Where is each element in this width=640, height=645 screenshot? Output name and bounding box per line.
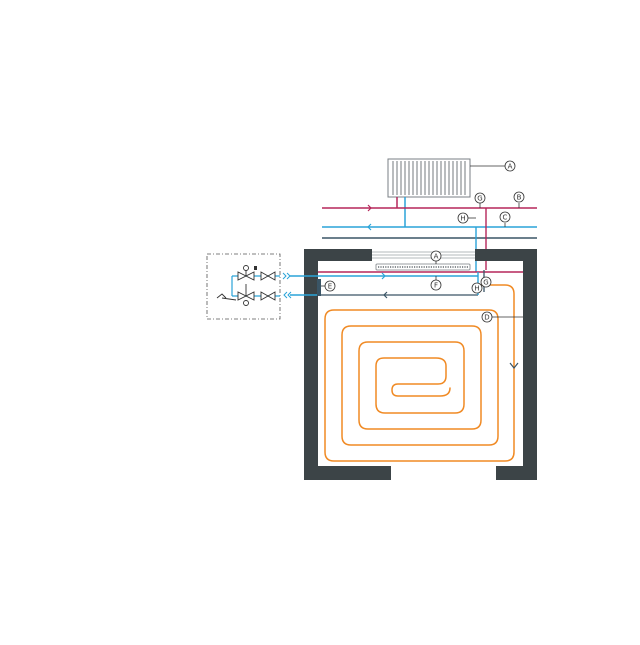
callout-h-top: H bbox=[457, 212, 476, 224]
callout-f-label: F bbox=[434, 282, 438, 290]
radiator bbox=[387, 158, 471, 198]
callout-f: F bbox=[430, 276, 442, 291]
callout-e: E bbox=[321, 280, 336, 292]
callout-g-room-label: G bbox=[483, 279, 488, 287]
callout-d-label: D bbox=[484, 314, 489, 322]
callout-g-top: G bbox=[474, 192, 486, 208]
room-plain-arrow bbox=[383, 291, 388, 299]
room-walls bbox=[304, 249, 537, 480]
callout-a-top-label: A bbox=[508, 163, 513, 171]
underfloor-heating-coil bbox=[324, 284, 515, 462]
room-radiator bbox=[375, 263, 471, 271]
room-return-arrow bbox=[381, 272, 386, 280]
callout-h-room: H bbox=[471, 282, 483, 294]
callout-b-label: B bbox=[517, 194, 522, 202]
callout-d: D bbox=[481, 311, 523, 323]
flow-direction-arrow bbox=[367, 204, 372, 212]
callout-h-top-label: H bbox=[460, 215, 465, 223]
window bbox=[372, 251, 475, 259]
callout-a-room: A bbox=[430, 250, 442, 264]
valve-upper-left bbox=[237, 265, 255, 281]
valve-schematic bbox=[206, 253, 292, 320]
callout-c: C bbox=[499, 211, 511, 227]
schematic-arrow-upper bbox=[282, 272, 291, 280]
valve-lower-left bbox=[237, 284, 255, 306]
callout-g-top-label: G bbox=[477, 195, 482, 203]
coil-direction-arrow bbox=[509, 362, 519, 369]
callout-g-room: G bbox=[480, 276, 492, 288]
callout-h-room-label: H bbox=[474, 285, 479, 293]
callout-c-label: C bbox=[503, 214, 508, 222]
callout-e-label: E bbox=[328, 283, 332, 291]
callout-b: B bbox=[513, 191, 525, 208]
wall-manifold bbox=[317, 279, 321, 296]
valve-schematic-frame bbox=[206, 253, 281, 320]
return-direction-arrow bbox=[367, 223, 372, 231]
schematic-arrow-lower bbox=[283, 291, 292, 299]
callout-a-top: A bbox=[470, 160, 516, 172]
pump-indicator bbox=[254, 266, 257, 270]
drain-symbol bbox=[216, 293, 237, 301]
valve-lower-right bbox=[260, 291, 276, 301]
valve-upper-right bbox=[260, 271, 276, 281]
callout-a-room-label: A bbox=[434, 253, 439, 261]
